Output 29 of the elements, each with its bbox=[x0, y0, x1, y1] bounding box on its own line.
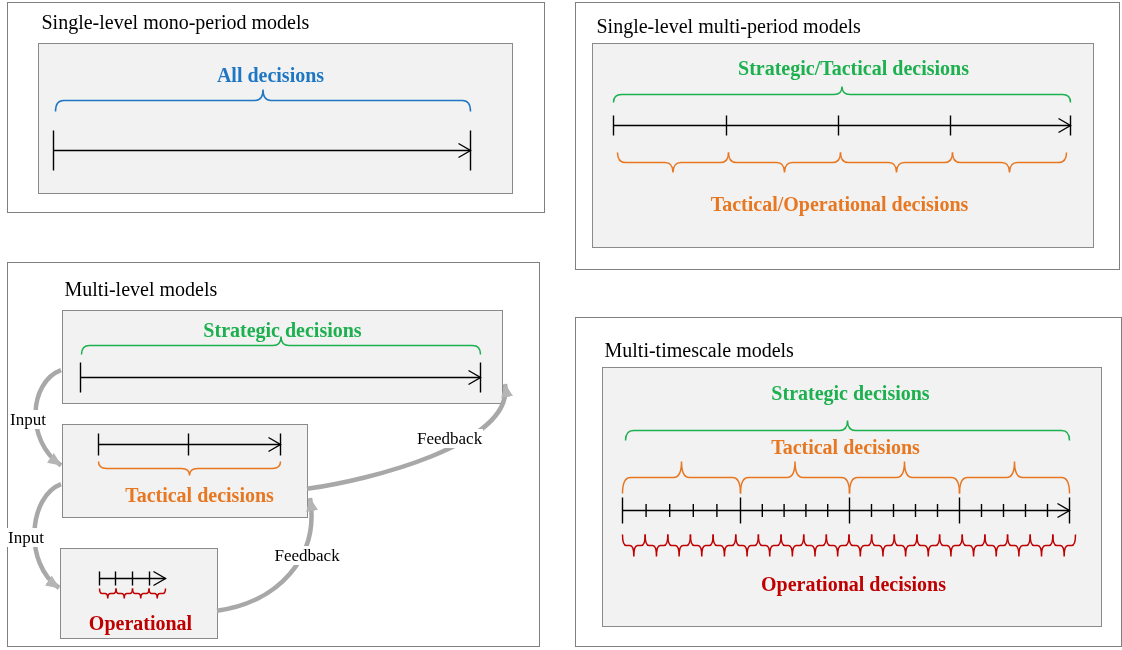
model-frame bbox=[575, 317, 1122, 647]
timeline-panel bbox=[592, 43, 1094, 248]
decision-label: Tactical/Operational decisions bbox=[710, 193, 969, 214]
frame-title: Single-level mono-period models bbox=[41, 11, 310, 32]
model-frame bbox=[575, 2, 1120, 270]
decision-label: Strategic/Tactical decisions bbox=[738, 57, 969, 78]
timeline-panel bbox=[38, 43, 513, 194]
curved-arrow bbox=[33, 368, 63, 468]
curved-arrow bbox=[32, 482, 63, 590]
timeline-panel bbox=[60, 548, 218, 639]
decision-label: Strategic decisions bbox=[771, 382, 930, 403]
decision-label: Strategic decisions bbox=[203, 319, 362, 340]
frame-title: Multi-level models bbox=[64, 278, 218, 299]
decision-label: Operational decisions bbox=[761, 573, 946, 594]
timeline-panel bbox=[62, 424, 308, 518]
decision-label: Tactical decisions bbox=[771, 436, 920, 457]
curved-arrow bbox=[216, 497, 318, 613]
model-frame bbox=[7, 262, 540, 647]
decision-label: Tactical decisions bbox=[125, 484, 274, 505]
edge-label: Feedback bbox=[273, 546, 341, 566]
model-frame bbox=[7, 2, 545, 213]
edge-label: Input bbox=[7, 528, 45, 547]
frame-title: Single-level multi-period models bbox=[596, 15, 861, 36]
frame-title: Multi-timescale models bbox=[604, 339, 794, 360]
decision-label: Operational bbox=[88, 612, 193, 633]
curved-arrow bbox=[306, 383, 511, 492]
timeline-panel bbox=[602, 367, 1102, 627]
timeline-panel bbox=[62, 310, 503, 404]
decision-label: All decisions bbox=[216, 64, 325, 85]
